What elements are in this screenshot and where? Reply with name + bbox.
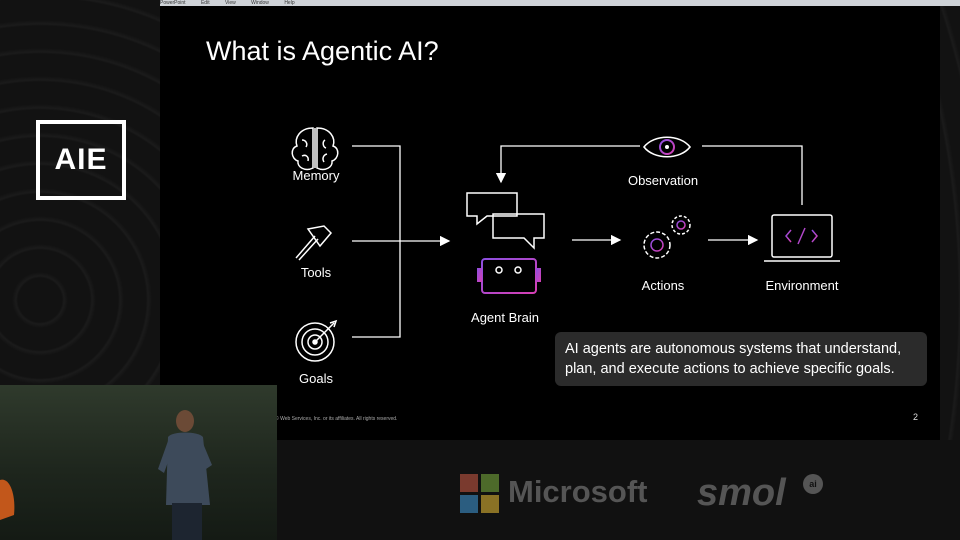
- caption-line-2: plan, and execute actions to achieve spe…: [565, 359, 917, 379]
- agent-brain-label: Agent Brain: [445, 310, 565, 325]
- smol-ai-badge: ai: [803, 474, 823, 494]
- slide-footer: © Web Services, Inc. or its affiliates. …: [275, 416, 397, 422]
- environment-label: Environment: [742, 278, 862, 293]
- aie-logo-text: AIE: [54, 143, 107, 177]
- speaker-video-feed: [0, 385, 277, 540]
- tools-label: Tools: [256, 265, 376, 280]
- actions-label: Actions: [603, 278, 723, 293]
- chat-bubbles-icon: [467, 193, 544, 248]
- microsoft-logo-icon: [460, 474, 500, 514]
- eye-icon: [644, 137, 690, 157]
- smol-wordmark: smol: [697, 472, 786, 515]
- robot-icon: [477, 259, 541, 293]
- memory-label: Memory: [256, 168, 376, 183]
- brain-icon: [292, 128, 338, 169]
- target-icon: [296, 321, 336, 361]
- slide-page-number: 2: [913, 412, 918, 422]
- aie-logo: AIE: [36, 120, 126, 200]
- gears-icon: [644, 216, 690, 258]
- caption-box: AI agents are autonomous systems that un…: [555, 332, 927, 386]
- caption-line-1: AI agents are autonomous systems that un…: [565, 339, 917, 359]
- hammer-icon: [296, 226, 331, 260]
- speaker-figure: [0, 385, 277, 540]
- presentation-slide: What is Agentic AI?: [160, 6, 940, 440]
- laptop-code-icon: [764, 215, 840, 261]
- microsoft-wordmark: Microsoft: [508, 474, 648, 510]
- observation-label: Observation: [603, 173, 723, 188]
- goals-label: Goals: [256, 371, 376, 386]
